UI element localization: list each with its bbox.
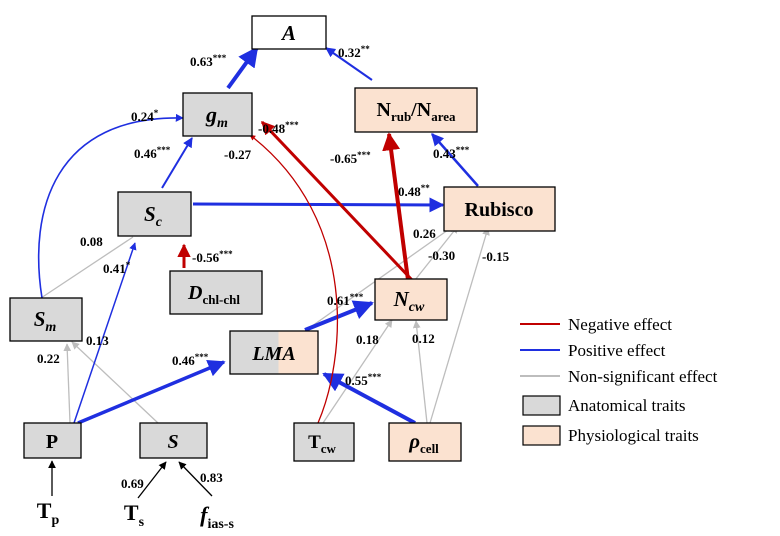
coef-p-sc: 0.41* — [103, 260, 131, 276]
node-rubisco[interactable]: Rubisco — [443, 186, 556, 232]
node-a-label: A — [280, 21, 296, 45]
coef-sm-gm: 0.24* — [131, 108, 159, 124]
legend-anatomical-label: Anatomical traits — [568, 396, 686, 415]
edge-ncw-gm — [260, 120, 414, 282]
edge-tcw-gm — [249, 134, 338, 424]
node-tcw[interactable]: Tcw — [293, 422, 355, 462]
node-gm[interactable]: gm — [182, 92, 253, 137]
edge-rho-ncw — [412, 320, 428, 424]
edge-ncw-nrub — [382, 132, 410, 281]
node-p[interactable]: P — [23, 422, 82, 459]
legend-physiological-label: Physiological traits — [568, 426, 699, 445]
coef-rho-ncw: 0.12 — [412, 331, 435, 346]
coef-rub-nrub: 0.43*** — [433, 145, 470, 161]
node-tp: Tp — [37, 498, 60, 528]
edge-p-sm — [63, 343, 72, 424]
edge-sc-rub — [192, 197, 445, 213]
node-nrub-narea-label: Nrub/Narea — [376, 99, 456, 124]
legend-anatomical-swatch — [522, 395, 561, 416]
coef-tcw-ncw: 0.18 — [356, 332, 379, 347]
coef-nrub-a: 0.32** — [338, 44, 370, 60]
edge-rho-lma — [322, 372, 416, 425]
legend-nonsig-label: Non-significant effect — [568, 367, 718, 386]
node-p-label: P — [46, 431, 58, 453]
coef-p-lma: 0.46*** — [172, 352, 209, 368]
legend-negative-label: Negative effect — [568, 315, 672, 334]
coef-ncw-nrub: -0.65*** — [330, 150, 371, 166]
coef-ts-s: 0.69 — [121, 476, 144, 491]
node-gm-label: gm — [205, 102, 228, 131]
coef-tcw-gm: -0.27 — [224, 147, 252, 162]
edge-ts-s — [137, 461, 167, 499]
node-sc-label: Sc — [144, 202, 163, 230]
edge-tcw-ncw — [322, 319, 393, 424]
legend: Negative effect Positive effect Non-sign… — [520, 315, 718, 446]
edge-gm-a — [226, 46, 259, 90]
edge-lma-rub — [304, 224, 456, 332]
node-lma[interactable]: LMA — [229, 330, 319, 375]
edge-sc-gm — [161, 137, 193, 189]
coef-gm-a: 0.63*** — [190, 53, 227, 69]
node-ts: Ts — [124, 500, 145, 530]
node-rubisco-label: Rubisco — [465, 199, 534, 221]
coef-rho-rub: -0.15 — [482, 249, 510, 264]
node-fias: fias-s — [200, 502, 234, 532]
edge-p-sc — [73, 242, 137, 424]
coef-ncw-gm: -0.48*** — [258, 120, 299, 136]
node-lma-label: LMA — [251, 343, 295, 365]
node-nrub-narea[interactable]: Nrub/Narea — [354, 87, 478, 133]
nodes: A gm Nrub/Narea Sc Rubisco Dchl-chl — [9, 15, 556, 532]
edge-sm-gm — [37, 113, 184, 299]
coef-sc-gm: 0.46*** — [134, 145, 171, 161]
node-ncw[interactable]: Ncw — [374, 278, 448, 321]
coefficients: 0.63*** 0.32** 0.24* 0.46*** -0.27 -0.48… — [37, 44, 510, 491]
edge-rub-nrub — [431, 133, 479, 187]
legend-positive-label: Positive effect — [568, 341, 666, 360]
node-dchl[interactable]: Dchl-chl — [169, 270, 263, 315]
edge-fias-s — [178, 461, 213, 497]
node-sm-label: Sm — [34, 307, 57, 335]
coef-p-sm: 0.22 — [37, 351, 60, 366]
coef-dchl-sc: -0.56*** — [192, 249, 233, 265]
coef-fias-s: 0.83 — [200, 470, 223, 485]
node-sc[interactable]: Sc — [117, 191, 192, 237]
node-rho-cell-label: ρcell — [408, 429, 439, 456]
edge-sm-sc — [37, 236, 134, 301]
node-s-label: S — [167, 431, 178, 453]
legend-physiological-swatch — [522, 425, 561, 446]
edge-nrub-a — [325, 47, 373, 81]
edge-p-lma — [77, 359, 226, 425]
node-s[interactable]: S — [139, 422, 208, 459]
edge-lma-ncw — [304, 300, 374, 332]
coef-lma-ncw: 0.61*** — [327, 292, 364, 308]
edge-rho-rub — [429, 227, 490, 424]
coef-ncw-rub: -0.30 — [428, 248, 455, 263]
coef-sm-sc: 0.08 — [80, 234, 103, 249]
edge-s-sm — [71, 341, 159, 424]
coef-sc-rub: 0.48** — [398, 183, 430, 199]
coef-s-sm: 0.13 — [86, 333, 109, 348]
node-ncw-label: Ncw — [393, 287, 425, 315]
coef-lma-rub: 0.26 — [413, 226, 436, 241]
coef-rho-lma: 0.55*** — [345, 372, 382, 388]
edge-ncw-rub — [414, 225, 459, 281]
node-sm[interactable]: Sm — [9, 297, 83, 342]
node-tcw-label: Tcw — [308, 432, 336, 456]
edges — [37, 46, 490, 499]
node-rho-cell[interactable]: ρcell — [388, 422, 462, 462]
node-a[interactable]: A — [251, 15, 327, 50]
node-dchl-label: Dchl-chl — [187, 282, 240, 307]
